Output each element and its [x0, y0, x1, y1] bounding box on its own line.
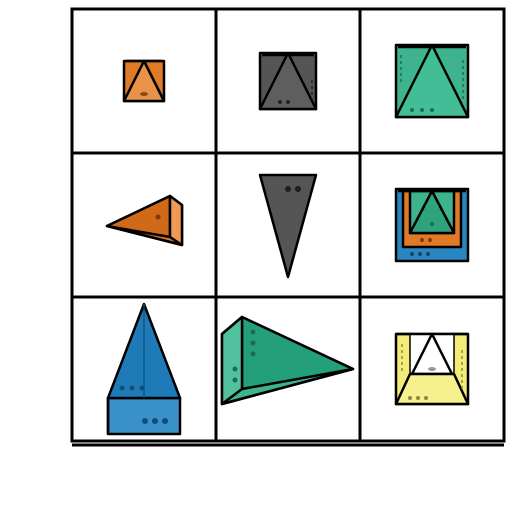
r2c3-blue-dot-3: [426, 252, 430, 256]
r2c1-dot: [155, 214, 161, 220]
shape-r2c1-orange-triangular-pyramid: [105, 194, 184, 247]
r3c3-dot-2: [416, 396, 420, 400]
r2c3-teal-dot: [430, 222, 434, 226]
r2c1-base-face: [168, 194, 184, 247]
r3c3-dot-1: [408, 396, 412, 400]
r2c3-blue-dot-2: [418, 252, 422, 256]
shape-r1c3-teal-square-pyramid: [394, 43, 470, 119]
grid-lines: [70, 7, 506, 447]
r3c2-dot-2: [250, 340, 256, 346]
r3c1-dot-3: [139, 385, 145, 391]
r3c1-dot-5: [152, 418, 158, 424]
r2c1-bottom-edge: [106, 224, 183, 247]
r1c3-dot-3: [430, 108, 434, 112]
r3c1-base-face: [106, 396, 182, 436]
r2c2-dot-2: [295, 186, 301, 192]
shape-r3c3-yellow-square-pyramid: [394, 332, 470, 406]
shape-r3c2-teal-triangular-pyramid: [220, 315, 355, 406]
r1c3-dot-1: [410, 108, 414, 112]
r1c2-dot-1: [278, 100, 282, 104]
r3c2-dot-1: [250, 329, 256, 335]
r3c2-right-face: [240, 315, 355, 391]
r1c1-edge: [142, 60, 166, 102]
r3c3-lower-trapezoid: [394, 372, 470, 406]
r3c2-base-face: [220, 315, 244, 406]
r3c2-dot-5: [232, 377, 238, 383]
shape-r2c3-nested-square-pyramids: [394, 187, 470, 263]
r3c1-dot-4: [142, 418, 148, 424]
r3c3-white-mark: [428, 367, 436, 371]
r1c3-dot-2: [420, 108, 424, 112]
r3c2-bottom-edge: [221, 367, 354, 406]
r3c1-dot-6: [162, 418, 168, 424]
r2c3-inner-face: [408, 189, 456, 235]
r3c2-dot-3: [250, 351, 256, 357]
grid-border: [70, 7, 506, 443]
shape-r1c2-gray-square-pyramid: [258, 51, 318, 111]
r1c2-face: [258, 51, 318, 111]
r2c2-triangle: [258, 173, 318, 279]
shape-r2c2-gray-inverted-triangle: [258, 173, 318, 279]
r3c1-dot-2: [129, 385, 135, 391]
r3c1-dot-1: [119, 385, 125, 391]
r2c3-orange-dot-2: [428, 238, 432, 242]
r2c3-orange-dot-1: [420, 238, 424, 242]
r2c1-upper-face: [105, 194, 172, 239]
shape-r1c1-orange-square-pyramid: [122, 59, 166, 103]
r2c2-dot-1: [285, 186, 291, 192]
r1c1-mark: [140, 92, 148, 96]
r3c2-dot-4: [232, 366, 238, 372]
shape-r3c1-blue-square-pyramid: [106, 302, 182, 436]
r1c2-dot-2: [286, 100, 290, 104]
r2c3-blue-dot-1: [410, 252, 414, 256]
r1c3-face: [394, 43, 470, 119]
r3c3-dot-3: [424, 396, 428, 400]
